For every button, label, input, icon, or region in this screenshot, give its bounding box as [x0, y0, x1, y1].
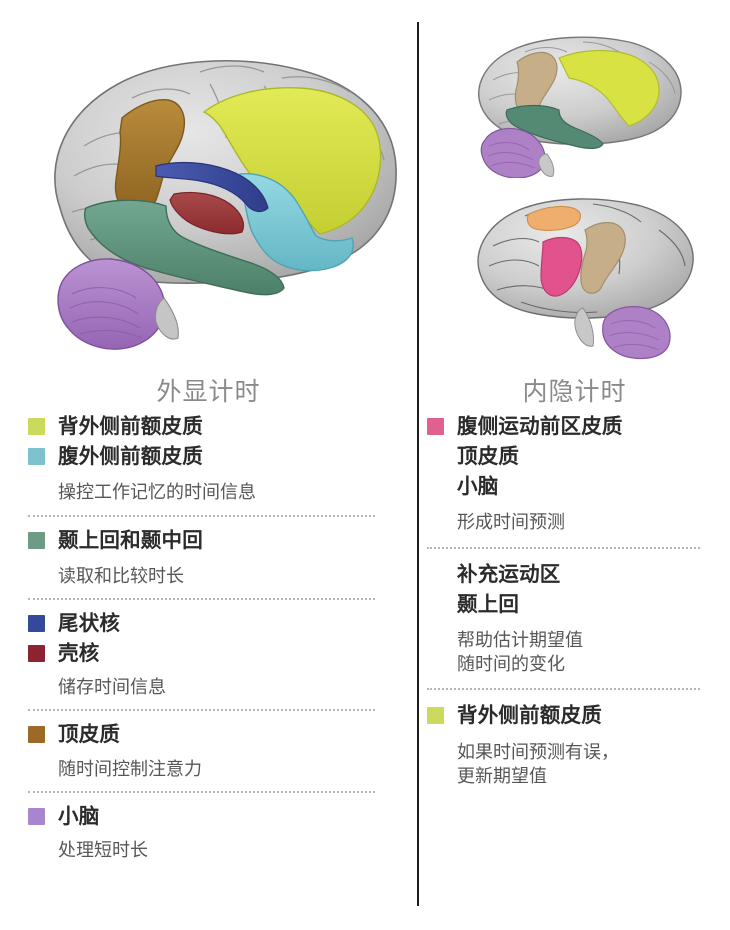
legend-term: 顶皮质	[457, 445, 520, 469]
legend-entry[interactable]: 背外侧前额皮质	[427, 701, 700, 730]
legend-entry[interactable]: 小脑	[28, 802, 375, 831]
region-dlpfc	[558, 49, 660, 127]
region-temporal-gyri	[83, 199, 285, 296]
brain-lateral-small-bottom-svg	[477, 198, 694, 360]
legend-implicit-timing: 腹侧运动前区皮质 顶皮质 小脑 形成时间预测 补充运动区	[419, 412, 730, 788]
region-vlpfc	[239, 173, 354, 272]
brainstem	[574, 307, 594, 347]
brain-lateral-large-svg	[54, 60, 397, 350]
brain-figure-small-pair	[419, 0, 730, 368]
legend-group: 小脑 处理短时长	[28, 802, 375, 862]
region-parietal-tan	[580, 221, 626, 294]
legend-description: 帮助估计期望值 随时间的变化	[457, 629, 583, 675]
legend-separator	[28, 790, 375, 793]
legend-entry[interactable]: 腹侧运动前区皮质	[427, 412, 700, 441]
column-divider	[417, 22, 419, 906]
color-swatch-placeholder	[427, 566, 444, 583]
region-ventral-premotor	[540, 236, 583, 297]
legend-description: 随时间控制注意力	[58, 758, 202, 779]
legend-term: 腹外侧前额皮质	[58, 445, 203, 469]
cerebellum-folia	[608, 320, 660, 351]
legend-term: 补充运动区	[457, 562, 561, 586]
legend-separator	[427, 688, 700, 691]
color-swatch	[28, 614, 45, 632]
color-swatch	[427, 707, 444, 725]
legend-entry[interactable]: 小脑	[427, 472, 700, 501]
legend-term: 背外侧前额皮质	[58, 415, 203, 438]
cerebellum-folia	[69, 287, 143, 339]
heading-explicit-timing: 外显计时	[156, 378, 261, 406]
legend-term: 壳核	[58, 642, 100, 666]
legend-term: 颞上回	[457, 592, 520, 616]
region-cerebellum	[602, 306, 671, 360]
legend-term: 颞上回和颞中回	[58, 528, 203, 552]
legend-group: 颞上回和颞中回 读取和比较时长	[28, 526, 375, 588]
legend-entry[interactable]: 颞上回和颞中回	[28, 526, 375, 555]
color-swatch	[28, 645, 45, 663]
legend-description: 读取和比较时长	[58, 565, 184, 586]
legend-entry[interactable]: 补充运动区	[427, 560, 700, 589]
legend-separator	[28, 597, 375, 600]
legend-description: 储存时间信息	[58, 677, 166, 698]
region-caudate	[155, 161, 269, 213]
region-temporal	[505, 104, 604, 149]
legend-group: 腹侧运动前区皮质 顶皮质 小脑 形成时间预测	[427, 412, 700, 535]
region-putamen	[169, 191, 245, 235]
legend-group: 背外侧前额皮质 腹外侧前额皮质 操控工作记忆的时间信息	[28, 412, 375, 505]
region-dlpfc	[202, 87, 382, 235]
legend-entry[interactable]: 腹外侧前额皮质	[28, 442, 375, 471]
legend-entry[interactable]: 壳核	[28, 639, 375, 668]
legend-entry[interactable]: 颞上回	[427, 590, 700, 619]
legend-entry[interactable]: 背外侧前额皮质	[28, 412, 375, 441]
color-swatch	[28, 531, 45, 549]
legend-term: 尾状核	[58, 611, 121, 635]
color-swatch	[28, 448, 45, 466]
legend-separator	[427, 546, 700, 549]
legend-entry[interactable]: 顶皮质	[427, 442, 700, 471]
legend-term: 背外侧前额皮质	[457, 704, 602, 728]
legend-term: 腹侧运动前区皮质	[457, 415, 623, 438]
legend-description: 形成时间预测	[457, 512, 565, 533]
legend-entry[interactable]: 顶皮质	[28, 720, 375, 749]
color-swatch	[28, 807, 45, 825]
color-swatch-placeholder	[427, 596, 444, 613]
region-parietal	[114, 99, 186, 215]
cerebellum-folia	[487, 142, 536, 169]
brain-lateral-small-top-svg	[478, 36, 682, 178]
heading-implicit-timing: 内隐计时	[522, 378, 627, 406]
legend-explicit-timing: 背外侧前额皮质 腹外侧前额皮质 操控工作记忆的时间信息 颞上回和颞中回 读取和比…	[0, 412, 417, 862]
legend-description: 如果时间预测有误， 更新期望值	[457, 741, 619, 786]
legend-description: 操控工作记忆的时间信息	[58, 482, 256, 503]
color-swatch	[28, 418, 45, 435]
color-swatch-placeholder	[427, 448, 444, 465]
color-swatch	[28, 726, 45, 744]
column-explicit-timing: 外显计时 背外侧前额皮质 腹外侧前额皮质 操控工作记忆的时间信息	[0, 0, 417, 860]
legend-separator	[28, 709, 375, 712]
legend-entry[interactable]: 尾状核	[28, 609, 375, 638]
legend-group: 尾状核 壳核 储存时间信息	[28, 609, 375, 700]
brainstem	[154, 297, 179, 340]
color-swatch	[427, 418, 444, 435]
legend-group: 补充运动区 颞上回 帮助估计期望值 随时间的变化	[427, 560, 700, 677]
brain-figure-large	[0, 0, 417, 368]
legend-term: 小脑	[58, 804, 100, 828]
legend-description: 处理短时长	[58, 839, 148, 860]
legend-group: 背外侧前额皮质 如果时间预测有误， 更新期望值	[427, 701, 700, 788]
legend-group: 顶皮质 随时间控制注意力	[28, 720, 375, 780]
column-implicit-timing: 内隐计时 腹侧运动前区皮质 顶皮质 小脑 形成时间预测	[419, 0, 730, 786]
legend-term: 顶皮质	[58, 723, 121, 747]
region-sma-orange	[526, 205, 582, 231]
color-swatch-placeholder	[427, 478, 444, 495]
legend-term: 小脑	[457, 475, 499, 499]
legend-separator	[28, 514, 375, 517]
brainstem	[538, 153, 555, 177]
